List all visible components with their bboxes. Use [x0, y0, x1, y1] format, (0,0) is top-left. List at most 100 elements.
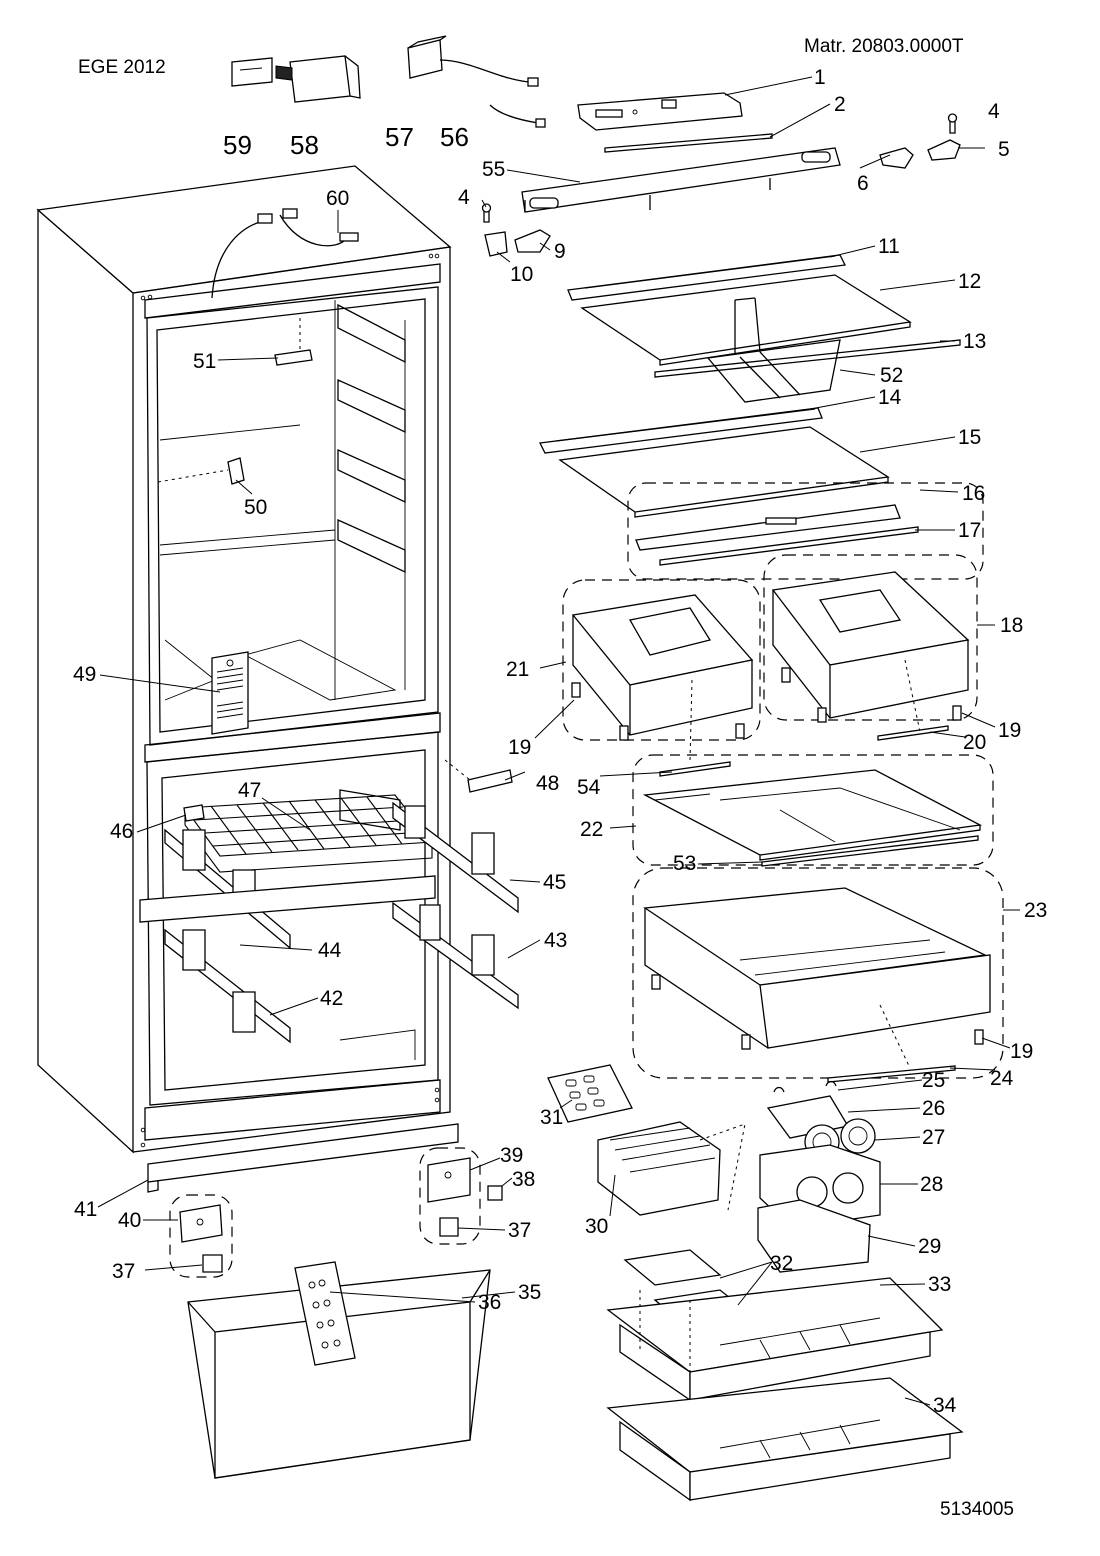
- part-23-freezer-drawer: [632, 867, 1004, 1083]
- callout-numbers: 1 2 4 4 5 6 9 10 11 12 13 14 15 16 17 18…: [73, 66, 1047, 1417]
- callout-31: 31: [540, 1106, 563, 1129]
- part-49-vent: [211, 651, 249, 735]
- callout-33: 33: [928, 1273, 951, 1296]
- part-37-foot-left: [202, 1254, 223, 1273]
- part-58-module: [275, 55, 361, 103]
- callout-4-mid: 4: [458, 186, 470, 209]
- part-57-transformer: [407, 35, 539, 87]
- part-6-hinge-cap: [879, 147, 914, 169]
- part-18-drawer-right: [763, 554, 978, 741]
- part-2-strip: [604, 133, 773, 153]
- callout-16: 16: [962, 482, 985, 505]
- callout-23: 23: [1024, 899, 1047, 922]
- callout-57: 57: [385, 122, 414, 152]
- part-56-cable: [489, 104, 546, 128]
- callout-26: 26: [922, 1097, 945, 1120]
- part-21-drawer-left: [562, 579, 761, 777]
- callout-52: 52: [880, 364, 903, 387]
- callout-5: 5: [998, 138, 1010, 161]
- part-50-thermostat: [157, 457, 245, 485]
- callout-13: 13: [963, 330, 986, 353]
- part-11-shelf-trim: [567, 254, 846, 301]
- callout-59: 59: [223, 130, 252, 160]
- part-35-bin: [187, 1269, 491, 1479]
- part-45-rail-right-upper: [392, 801, 519, 914]
- part-26-ice-maker: [766, 1080, 850, 1139]
- part-48-bracket: [444, 759, 513, 793]
- callout-49: 49: [73, 663, 96, 686]
- part-4-screw-mid: [481, 203, 492, 223]
- callout-20: 20: [963, 731, 986, 754]
- part-55-control-panel: [521, 147, 841, 213]
- callout-54: 54: [577, 776, 601, 799]
- part-16-shelf-group: [627, 482, 984, 580]
- part-29-ice-container: [757, 1199, 871, 1273]
- callout-14: 14: [878, 386, 902, 409]
- part-43-rail-right-lower: [392, 901, 519, 1010]
- part-5-hinge-cap: [927, 139, 961, 161]
- callout-32: 32: [770, 1252, 793, 1275]
- model-label: EGE 2012: [78, 57, 166, 78]
- callout-15: 15: [958, 426, 981, 449]
- callout-25: 25: [922, 1069, 945, 1092]
- callout-56: 56: [440, 122, 469, 152]
- part-9-bracket: [514, 229, 551, 253]
- part-34-freezer-basket: [606, 1377, 964, 1502]
- callout-6: 6: [857, 172, 869, 195]
- callout-27: 27: [922, 1126, 945, 1149]
- callout-30: 30: [585, 1215, 608, 1238]
- callout-55: 55: [482, 158, 505, 181]
- callout-36: 36: [478, 1291, 501, 1314]
- callout-40: 40: [118, 1209, 141, 1232]
- callout-4-top: 4: [988, 100, 1000, 123]
- part-22-cover-plate: [632, 754, 994, 867]
- callout-18: 18: [1000, 614, 1023, 637]
- part-39-hinge-right: [419, 1147, 481, 1245]
- callout-9: 9: [554, 240, 566, 263]
- part-15-glass-shelf: [558, 426, 890, 518]
- callout-44: 44: [318, 939, 342, 962]
- callout-37-left: 37: [112, 1260, 135, 1283]
- part-59-card: [231, 57, 273, 87]
- callout-11: 11: [878, 235, 900, 258]
- ice-dotted-link: [699, 1123, 746, 1211]
- callout-19-left: 19: [508, 736, 531, 759]
- callout-19-right: 19: [998, 719, 1021, 742]
- callout-43: 43: [544, 929, 567, 952]
- part-38-cap: [487, 1185, 503, 1201]
- cabinet-body: [36, 165, 452, 1154]
- callout-17: 17: [958, 519, 981, 542]
- callout-22: 22: [580, 818, 603, 841]
- part-30-ice-bank: [597, 1121, 721, 1216]
- part-37-foot-right: [439, 1217, 459, 1237]
- callout-12: 12: [958, 270, 981, 293]
- callout-1: 1: [814, 66, 826, 89]
- callout-2: 2: [834, 93, 846, 116]
- callout-50: 50: [244, 496, 267, 519]
- callout-21: 21: [506, 658, 529, 681]
- callout-51: 51: [193, 350, 216, 373]
- callout-29: 29: [918, 1235, 941, 1258]
- callout-10: 10: [510, 263, 533, 286]
- part-13-rear-strip: [654, 339, 961, 378]
- part-40-hinge: [169, 1194, 233, 1278]
- callout-34: 34: [933, 1394, 957, 1417]
- callout-46: 46: [110, 820, 133, 843]
- part-36-divider: [294, 1261, 356, 1366]
- callout-42: 42: [320, 987, 343, 1010]
- callout-53: 53: [673, 852, 696, 875]
- callout-45: 45: [543, 871, 566, 894]
- material-number: Matr. 20803.0000T: [804, 36, 964, 57]
- freezer-front-bar: [139, 875, 436, 923]
- callout-28: 28: [920, 1173, 943, 1196]
- drawing-number: 5134005: [940, 1499, 1014, 1520]
- part-51-lamp-holder: [274, 318, 313, 366]
- callout-24: 24: [990, 1067, 1014, 1090]
- callout-41: 41: [74, 1198, 97, 1221]
- part-12-glass-shelf: [580, 274, 912, 366]
- part-46-support: [183, 804, 205, 822]
- callout-39: 39: [500, 1144, 523, 1167]
- part-1-control-board: [577, 92, 743, 131]
- callout-47: 47: [238, 779, 261, 802]
